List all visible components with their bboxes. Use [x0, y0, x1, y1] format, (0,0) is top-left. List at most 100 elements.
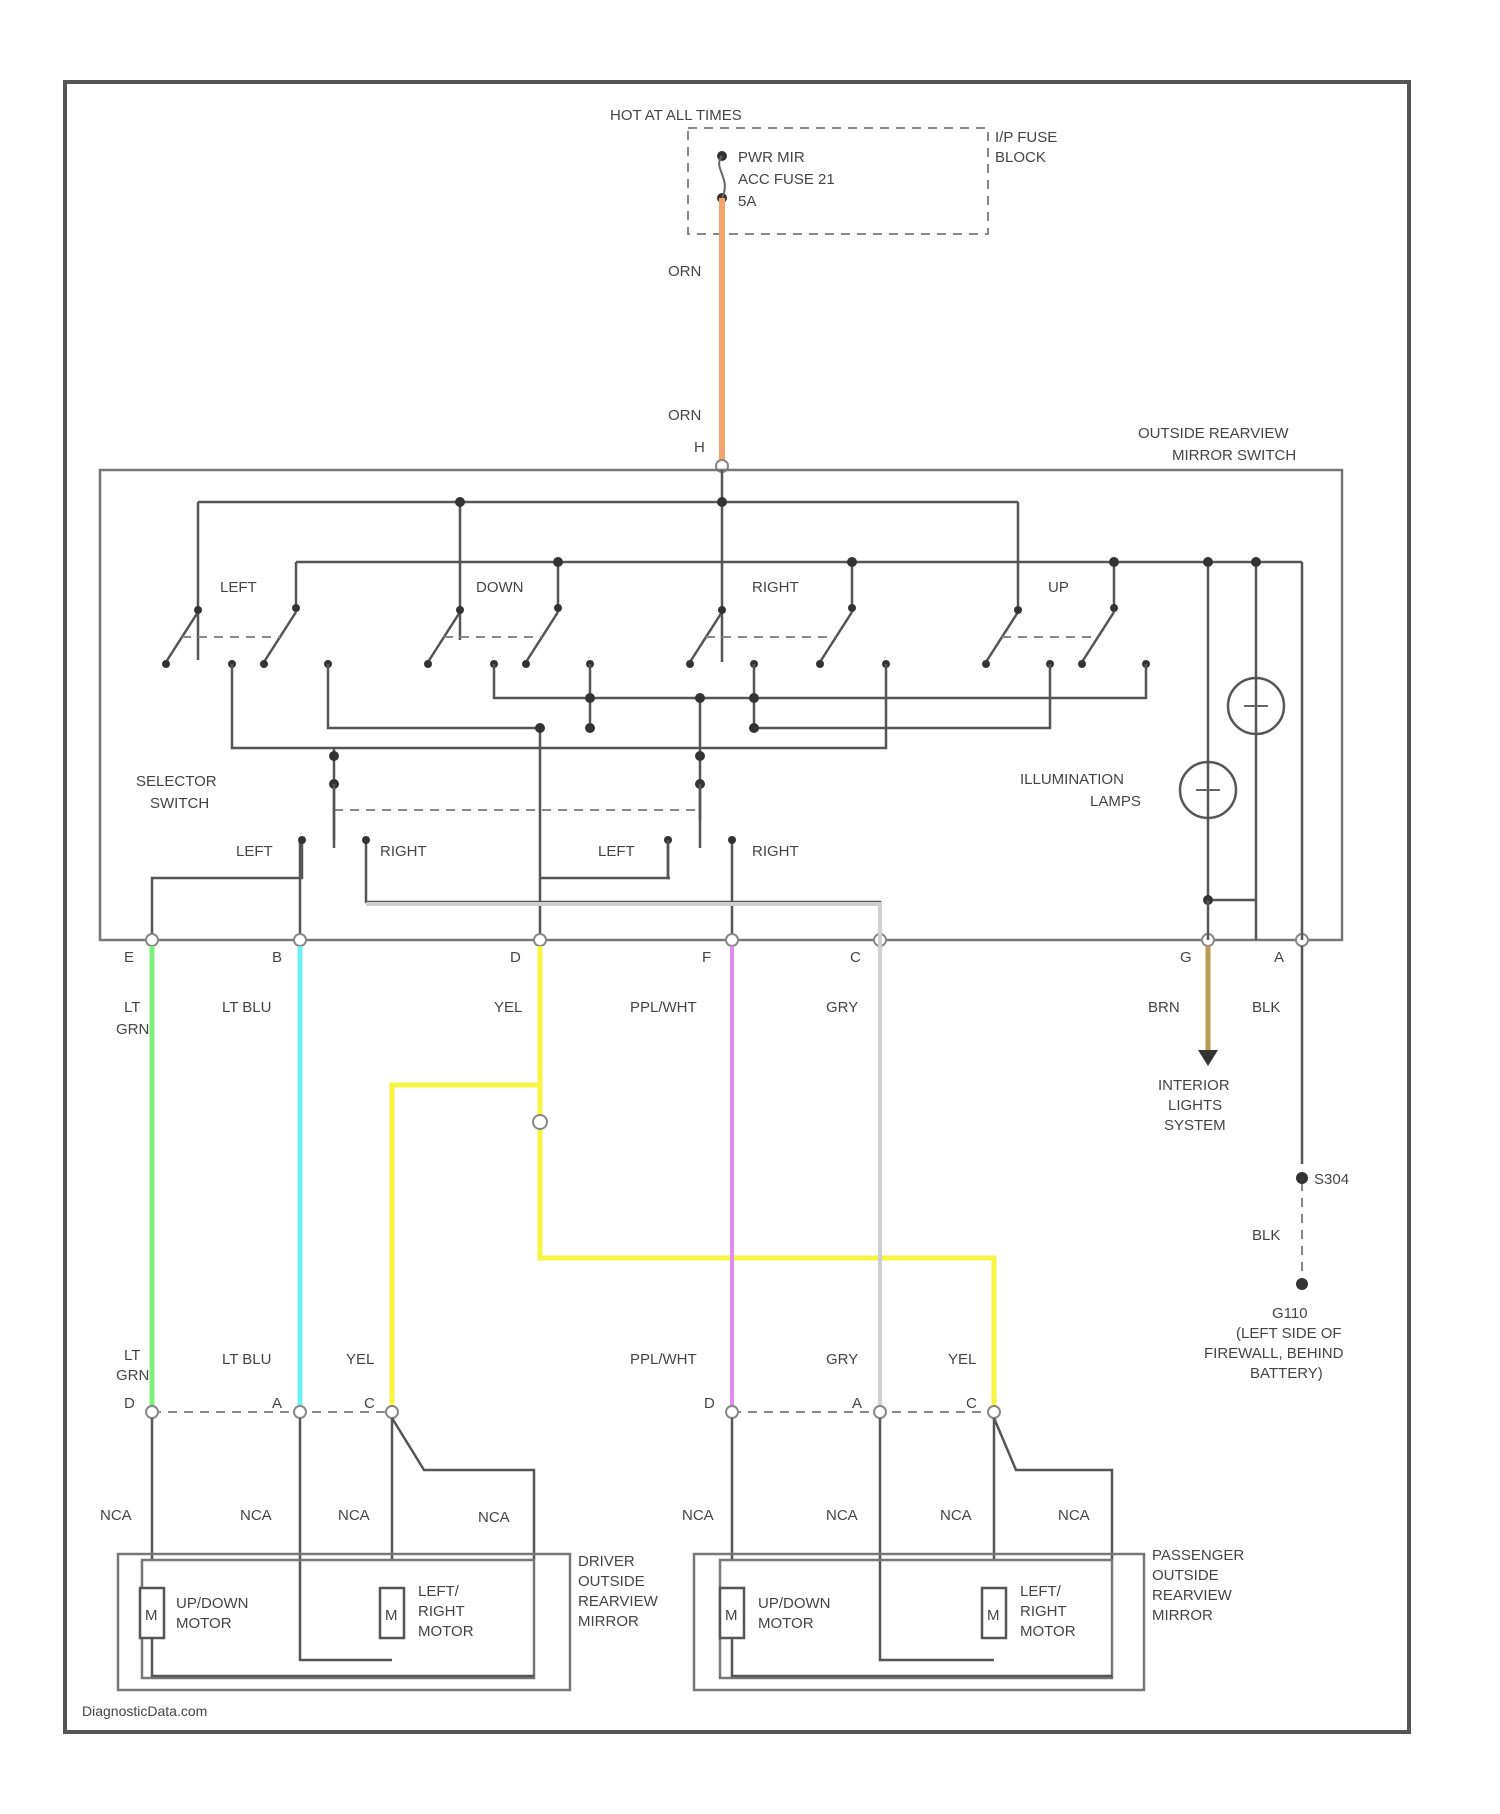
splice-s304-label: S304 [1314, 1171, 1349, 1188]
node [585, 693, 595, 703]
passenger-leftright-motor-m: M [987, 1607, 1000, 1624]
interior-arrow [1198, 1050, 1218, 1066]
driver-updown-motor-label: UP/DOWN [176, 1595, 249, 1612]
mirror-switch-title: OUTSIDE REARVIEW [1138, 425, 1289, 442]
ground-label-2: (LEFT SIDE OF [1236, 1325, 1342, 1342]
label-ppl-wht: PPL/WHT [630, 999, 697, 1016]
node [695, 751, 705, 761]
selector-switch-poles [334, 784, 700, 848]
pin-d: D [510, 949, 521, 966]
label-lt-grn-2: GRN [116, 1021, 149, 1038]
selector-left-1: LEFT [236, 843, 273, 860]
orn-label-bottom: ORN [668, 407, 701, 424]
fuse-block-label: I/P FUSE [995, 129, 1057, 146]
passenger-wire-d-label: PPL/WHT [630, 1351, 697, 1368]
up-switch-label: UP [1048, 579, 1069, 596]
illumination-lamps-label-2: LAMPS [1090, 793, 1141, 810]
node [749, 723, 759, 733]
passenger-updown-motor-label: UP/DOWN [758, 1595, 831, 1612]
pin-b: B [272, 949, 282, 966]
label-yel: YEL [494, 999, 522, 1016]
node [553, 557, 563, 567]
driver-leftright-motor-label-2: RIGHT [418, 1603, 465, 1620]
passenger-wire-a-label: GRY [826, 1351, 858, 1368]
driver-wire-d-label: LT [124, 1347, 140, 1364]
label-lt-blu: LT BLU [222, 999, 271, 1016]
driver-nca-3: NCA [338, 1507, 370, 1524]
pin-f: F [702, 949, 711, 966]
passenger-pin-d: D [704, 1395, 715, 1412]
driver-nca-1: NCA [100, 1507, 132, 1524]
passenger-updown-motor-label-2: MOTOR [758, 1615, 814, 1632]
label-blk: BLK [1252, 999, 1280, 1016]
right-switch-label: RIGHT [752, 579, 799, 596]
node [1109, 557, 1119, 567]
node [585, 723, 595, 733]
node [455, 497, 465, 507]
passenger-nca-1: NCA [682, 1507, 714, 1524]
driver-pin-c: C [364, 1395, 375, 1412]
driver-leftright-motor-m: M [385, 1607, 398, 1624]
pin-a: A [1274, 949, 1284, 966]
driver-pin-d: D [124, 1395, 135, 1412]
passenger-nca-3: NCA [940, 1507, 972, 1524]
pin-c: C [850, 949, 861, 966]
wire-yel-trunk [540, 946, 994, 1410]
bus-ground [296, 562, 1302, 940]
ground-label-3: FIREWALL, BEHIND [1204, 1345, 1344, 1362]
driver-updown-motor-m: M [145, 1607, 158, 1624]
passenger-mirror-label: PASSENGER [1152, 1547, 1244, 1564]
illumination-lamps-label: ILLUMINATION [1020, 771, 1124, 788]
driver-nca-2: NCA [240, 1507, 272, 1524]
passenger-mirror-label-4: MIRROR [1152, 1607, 1213, 1624]
passenger-wire-c-label: YEL [948, 1351, 976, 1368]
ground-label-4: BATTERY) [1250, 1365, 1323, 1382]
node [717, 497, 727, 507]
passenger-updown-motor-m: M [725, 1607, 738, 1624]
down-switch-label: DOWN [476, 579, 524, 596]
hot-at-all-times-label: HOT AT ALL TIMES [610, 107, 742, 124]
left-switch: LEFT [162, 579, 332, 668]
selector-right-2: RIGHT [752, 843, 799, 860]
selector-switch-label-2: SWITCH [150, 795, 209, 812]
switch-top-pin: H [694, 439, 705, 456]
driver-mirror-label-2: OUTSIDE [578, 1573, 645, 1590]
selector-left-2: LEFT [598, 843, 635, 860]
driver-mirror-label-3: REARVIEW [578, 1593, 659, 1610]
passenger-leftright-motor-label: LEFT/ [1020, 1583, 1062, 1600]
interior-lights-label-2: LIGHTS [1168, 1097, 1222, 1114]
passenger-mirror-label-3: REARVIEW [1152, 1587, 1233, 1604]
node [1251, 557, 1261, 567]
driver-mirror: LT GRN LT BLU YEL D A C NCA NCA NCA NCA … [100, 1347, 659, 1690]
selector-right-1: RIGHT [380, 843, 427, 860]
node [695, 693, 705, 703]
passenger-nca-2: NCA [826, 1507, 858, 1524]
driver-mirror-label: DRIVER [578, 1553, 635, 1570]
driver-wire-c-label: YEL [346, 1351, 374, 1368]
passenger-leftright-motor-label-2: RIGHT [1020, 1603, 1067, 1620]
node [329, 751, 339, 761]
node [1203, 557, 1213, 567]
driver-nca-4: NCA [478, 1509, 510, 1526]
driver-wire-a-label: LT BLU [222, 1351, 271, 1368]
driver-leftright-motor-label-3: MOTOR [418, 1623, 474, 1640]
fuse-rating: 5A [738, 193, 756, 210]
node [847, 557, 857, 567]
bus-h-common [198, 470, 1018, 662]
label-gry: GRY [826, 999, 858, 1016]
passenger-leftright-motor-label-3: MOTOR [1020, 1623, 1076, 1640]
orn-label-top: ORN [668, 263, 701, 280]
label-brn: BRN [1148, 999, 1180, 1016]
pin-e: E [124, 949, 134, 966]
fuse-number: ACC FUSE 21 [738, 171, 835, 188]
ground-wire-label: BLK [1252, 1227, 1280, 1244]
selector-switch-label: SELECTOR [136, 773, 217, 790]
label-lt-grn: LT [124, 999, 140, 1016]
fuse-name: PWR MIR [738, 149, 805, 166]
down-switch: DOWN [424, 579, 594, 668]
driver-mirror-label-4: MIRROR [578, 1613, 639, 1630]
passenger-mirror: PPL/WHT GRY YEL D A C NCA NCA NCA NCA M … [630, 1351, 1244, 1690]
interior-lights-label: INTERIOR [1158, 1077, 1230, 1094]
switch-interconnects [232, 664, 1146, 940]
